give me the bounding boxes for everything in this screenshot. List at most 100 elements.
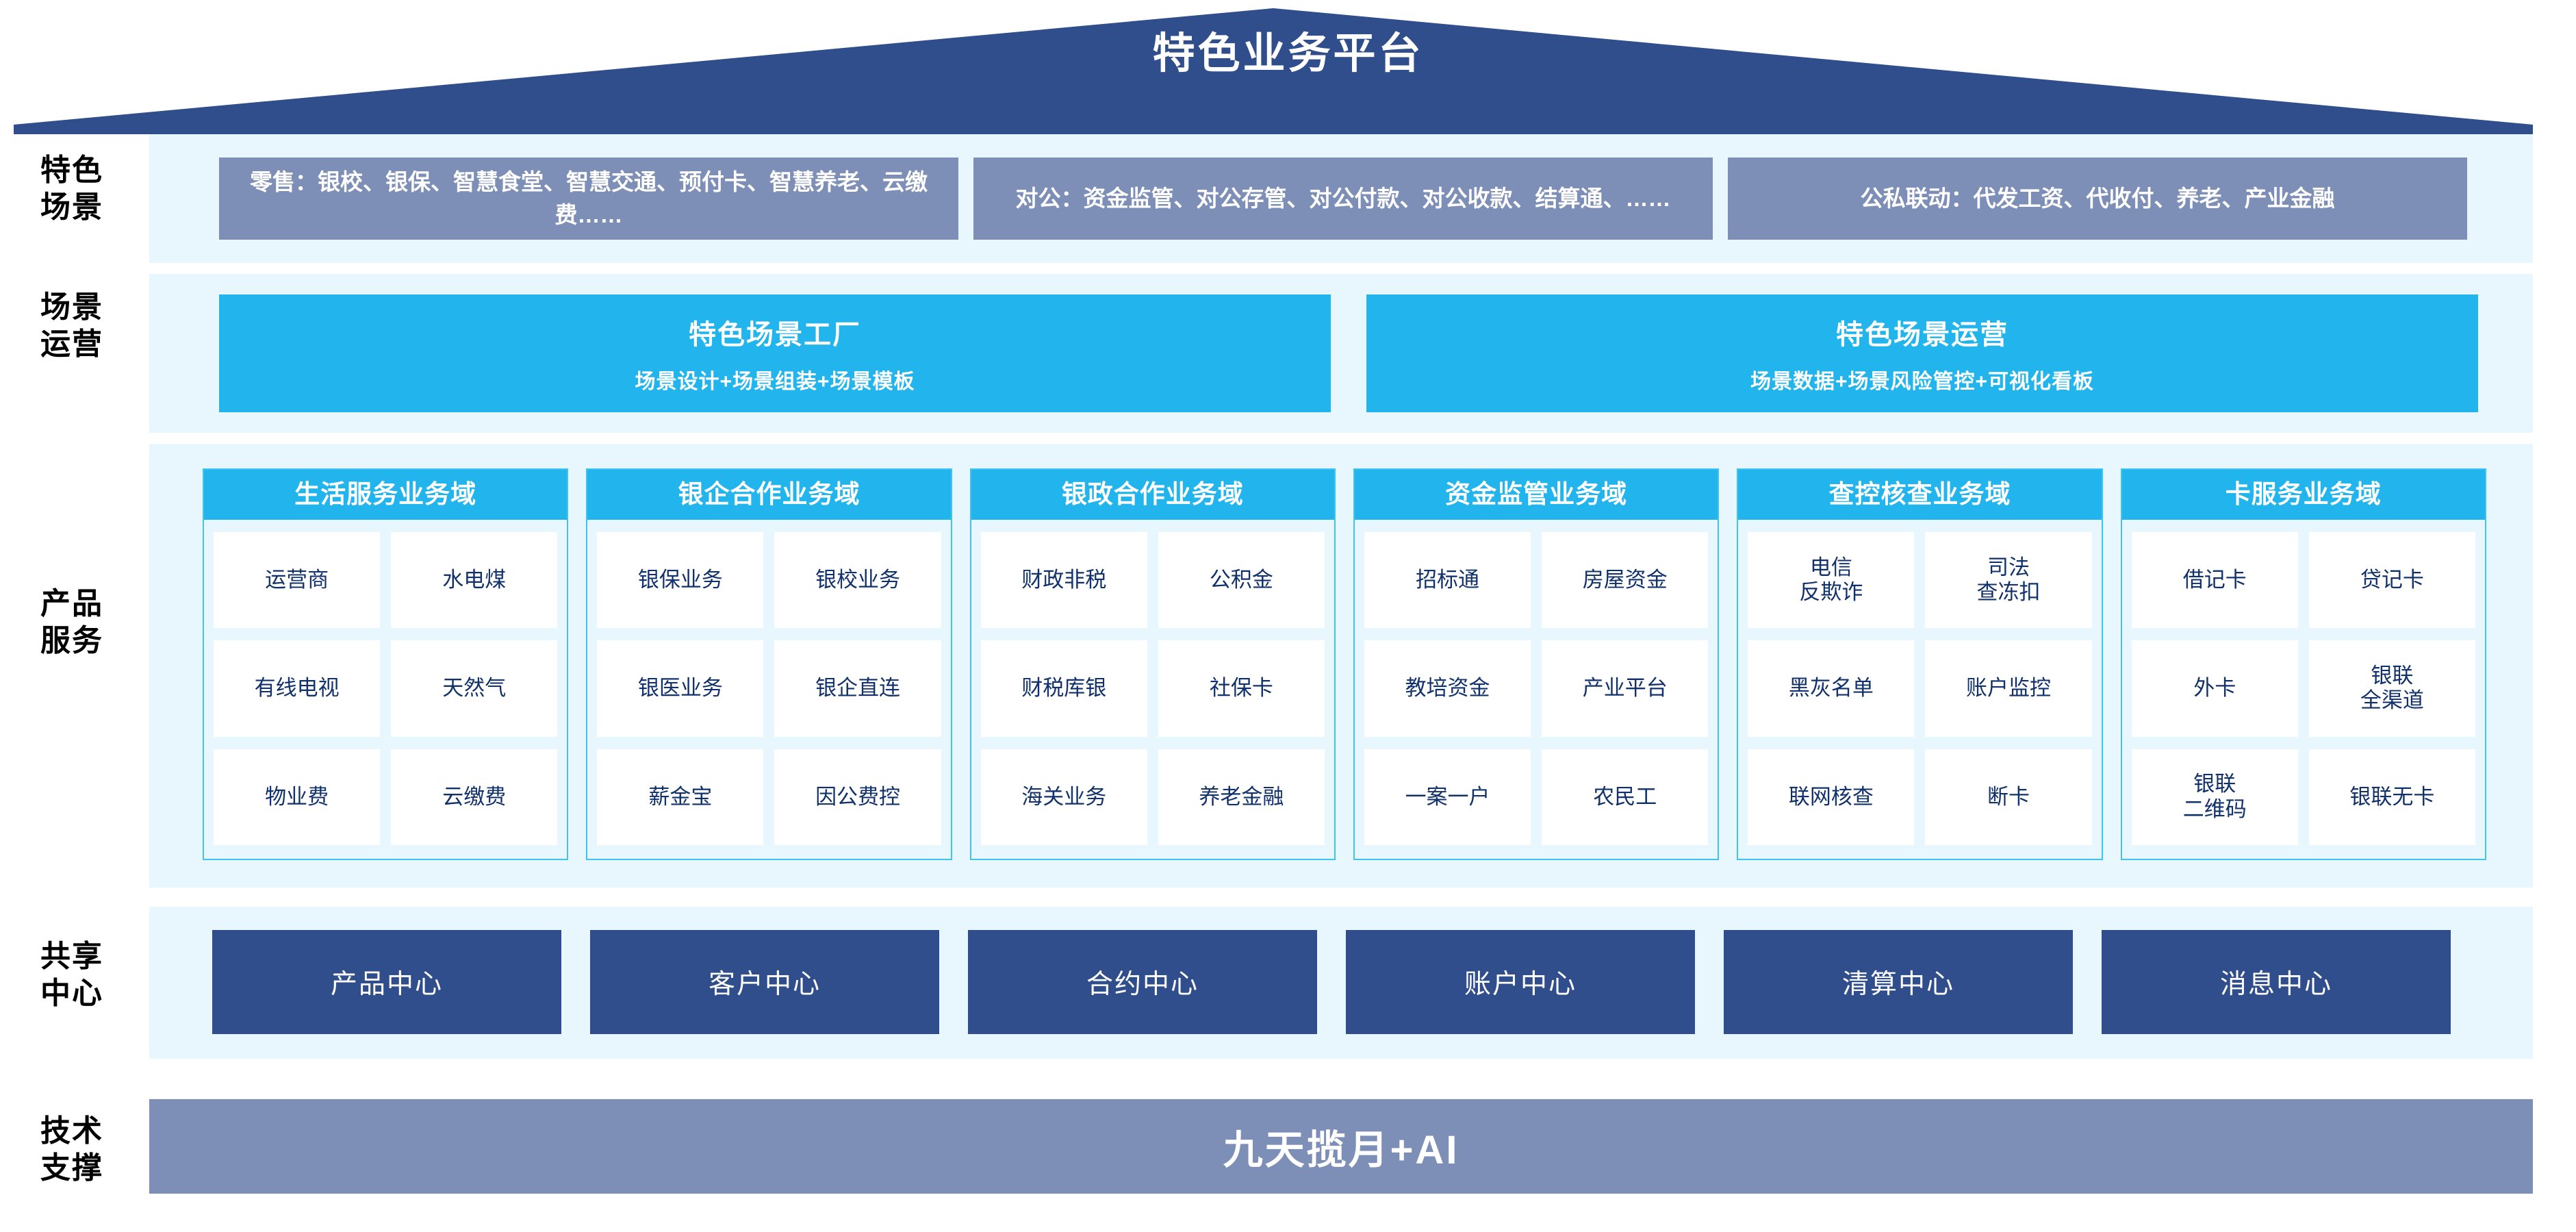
- product-item[interactable]: 海关业务: [980, 749, 1147, 845]
- platform-roof: 特色业务平台: [0, 0, 2576, 137]
- scenario-card-linkage-label: 公私联动：代发工资、代收付、养老、产业金融: [1860, 186, 2335, 212]
- operations-card-factory-title: 特色场景工厂: [689, 320, 861, 350]
- product-item[interactable]: 公积金: [1158, 532, 1325, 629]
- product-item-label: 贷记卡: [2360, 567, 2424, 592]
- product-item-label: 一案一户: [1405, 784, 1490, 809]
- tech-support-label: 九天揽月+AI: [1223, 1128, 1459, 1172]
- product-item[interactable]: 农民工: [1542, 749, 1709, 845]
- scenario-card-corporate-label: 对公：资金监管、对公存管、对公付款、对公收款、结算通、……: [1015, 186, 1671, 212]
- product-item[interactable]: 司法查冻扣: [1925, 532, 2092, 629]
- product-item[interactable]: 财税库银: [980, 640, 1147, 737]
- shared-center-contract[interactable]: 合约中心: [968, 930, 1317, 1034]
- product-item-label: 银保业务: [637, 567, 723, 592]
- row-label-shared-line1: 共享: [40, 940, 103, 973]
- product-domain-bank-enterprise[interactable]: 银企合作业务域 银保业务 银校业务 银医业务 银企直连 薪金宝 因公费控: [586, 468, 952, 860]
- scenario-card-corporate[interactable]: 对公：资金监管、对公存管、对公付款、对公收款、结算通、……: [973, 158, 1713, 240]
- product-item[interactable]: 水电煤: [391, 532, 558, 629]
- shared-center-label: 合约中心: [1086, 970, 1199, 999]
- product-domain-investigation-control-grid: 电信反欺诈 司法查冻扣 黑灰名单 账户监控 联网核查 断卡: [1738, 520, 2101, 859]
- row-label-products-line2: 服务: [40, 623, 103, 657]
- product-item-label: 社保卡: [1209, 676, 1273, 701]
- shared-center-settlement[interactable]: 清算中心: [1724, 930, 2073, 1034]
- product-item-label: 水电煤: [442, 567, 507, 592]
- product-domain-investigation-control[interactable]: 查控核查业务域 电信反欺诈 司法查冻扣 黑灰名单 账户监控 联网核查 断卡: [1737, 468, 2103, 860]
- product-item[interactable]: 招标通: [1364, 532, 1531, 629]
- product-item[interactable]: 社保卡: [1158, 640, 1325, 737]
- row-label-operations-line2: 运营: [40, 327, 103, 361]
- tech-support-bar[interactable]: 九天揽月+AI: [149, 1099, 2533, 1194]
- product-item-label: 教培资金: [1405, 676, 1490, 701]
- product-item-label: 联网核查: [1788, 784, 1874, 809]
- row-label-tech: 技术支撑: [14, 1113, 130, 1186]
- product-item[interactable]: 一案一户: [1364, 749, 1531, 845]
- product-domain-life-services[interactable]: 生活服务业务域 运营商 水电煤 有线电视 天然气 物业费 云缴费: [203, 468, 569, 860]
- product-item-label: 养老金融: [1199, 784, 1284, 809]
- roof-shape: [14, 8, 2533, 134]
- product-domain-card-service[interactable]: 卡服务业务域 借记卡 贷记卡 外卡 银联全渠道 银联二维码 银联无卡: [2120, 468, 2486, 860]
- product-item-label: 产业平台: [1582, 676, 1668, 701]
- shared-center-message[interactable]: 消息中心: [2102, 930, 2451, 1034]
- operations-card-operation[interactable]: 特色场景运营 场景数据+场景风险管控+可视化看板: [1366, 294, 2478, 412]
- product-item-label: 银校业务: [815, 567, 901, 592]
- product-domain-investigation-control-title: 查控核查业务域: [1738, 470, 2102, 520]
- product-domain-bank-government-title: 银政合作业务域: [971, 470, 1334, 520]
- page-title: 特色业务平台: [1152, 30, 1424, 77]
- product-item[interactable]: 银保业务: [597, 532, 764, 629]
- product-item[interactable]: 房屋资金: [1542, 532, 1709, 629]
- row-label-tech-line2: 支撑: [40, 1151, 103, 1185]
- product-domain-life-services-title: 生活服务业务域: [204, 470, 568, 520]
- product-item[interactable]: 电信反欺诈: [1748, 532, 1915, 629]
- operations-card-factory-subtitle: 场景设计+场景组装+场景模板: [635, 370, 915, 393]
- product-domain-bank-government[interactable]: 银政合作业务域 财政非税 公积金 财税库银 社保卡 海关业务 养老金融: [969, 468, 1336, 860]
- shared-center-customer[interactable]: 客户中心: [590, 930, 939, 1034]
- product-item[interactable]: 物业费: [214, 749, 381, 845]
- product-item[interactable]: 薪金宝: [597, 749, 764, 845]
- product-item[interactable]: 银联二维码: [2131, 749, 2298, 845]
- product-item[interactable]: 运营商: [214, 532, 381, 629]
- shared-center-label: 清算中心: [1841, 970, 1954, 999]
- products-row: 生活服务业务域 运营商 水电煤 有线电视 天然气 物业费 云缴费 银企合作业务域…: [203, 468, 2486, 860]
- shared-center-label: 账户中心: [1464, 970, 1577, 999]
- product-item[interactable]: 银联全渠道: [2308, 640, 2475, 737]
- product-item[interactable]: 银医业务: [597, 640, 764, 737]
- product-item-label: 云缴费: [442, 784, 507, 809]
- scenario-card-retail[interactable]: 零售：银校、银保、智慧食堂、智慧交通、预付卡、智慧养老、云缴费……: [219, 158, 958, 240]
- product-item[interactable]: 财政非税: [980, 532, 1147, 629]
- row-label-operations-line1: 场景: [40, 290, 103, 324]
- operations-card-factory[interactable]: 特色场景工厂 场景设计+场景组装+场景模板: [219, 294, 1331, 412]
- product-item[interactable]: 借记卡: [2131, 532, 2298, 629]
- operations-card-operation-title: 特色场景运营: [1836, 320, 2008, 350]
- scenario-card-linkage[interactable]: 公私联动：代发工资、代收付、养老、产业金融: [1728, 158, 2467, 240]
- product-item[interactable]: 有线电视: [214, 640, 381, 737]
- product-item[interactable]: 黑灰名单: [1748, 640, 1915, 737]
- product-domain-fund-supervision[interactable]: 资金监管业务域 招标通 房屋资金 教培资金 产业平台 一案一户 农民工: [1353, 468, 1720, 860]
- product-item[interactable]: 断卡: [1925, 749, 2092, 845]
- product-item-label: 农民工: [1593, 784, 1657, 809]
- product-item[interactable]: 联网核查: [1748, 749, 1915, 845]
- row-label-shared: 共享中心: [14, 938, 130, 1011]
- shared-center-account[interactable]: 账户中心: [1346, 930, 1695, 1034]
- product-item[interactable]: 银校业务: [774, 532, 941, 629]
- product-item[interactable]: 教培资金: [1364, 640, 1531, 737]
- product-item[interactable]: 天然气: [391, 640, 558, 737]
- product-item[interactable]: 银企直连: [774, 640, 941, 737]
- product-item-label: 财政非税: [1021, 567, 1107, 592]
- product-item-label: 账户监控: [1966, 676, 2052, 701]
- product-item[interactable]: 银联无卡: [2308, 749, 2475, 845]
- shared-centers-row: 产品中心 客户中心 合约中心 账户中心 清算中心 消息中心: [212, 930, 2485, 1034]
- product-item[interactable]: 云缴费: [391, 749, 558, 845]
- product-item-label: 银医业务: [637, 676, 723, 701]
- product-item-label: 银联二维码: [2182, 772, 2247, 821]
- product-item-label: 借记卡: [2182, 567, 2247, 592]
- product-item[interactable]: 贷记卡: [2308, 532, 2475, 629]
- product-item[interactable]: 产业平台: [1542, 640, 1709, 737]
- operations-row: 特色场景工厂 场景设计+场景组装+场景模板 特色场景运营 场景数据+场景风险管控…: [219, 294, 2478, 412]
- product-item-label: 财税库银: [1021, 676, 1107, 701]
- product-item[interactable]: 养老金融: [1158, 749, 1325, 845]
- shared-center-product[interactable]: 产品中心: [212, 930, 561, 1034]
- row-label-operations: 场景运营: [14, 289, 130, 362]
- product-item[interactable]: 因公费控: [774, 749, 941, 845]
- product-item[interactable]: 外卡: [2131, 640, 2298, 737]
- product-item[interactable]: 账户监控: [1925, 640, 2092, 737]
- product-item-label: 天然气: [442, 676, 507, 701]
